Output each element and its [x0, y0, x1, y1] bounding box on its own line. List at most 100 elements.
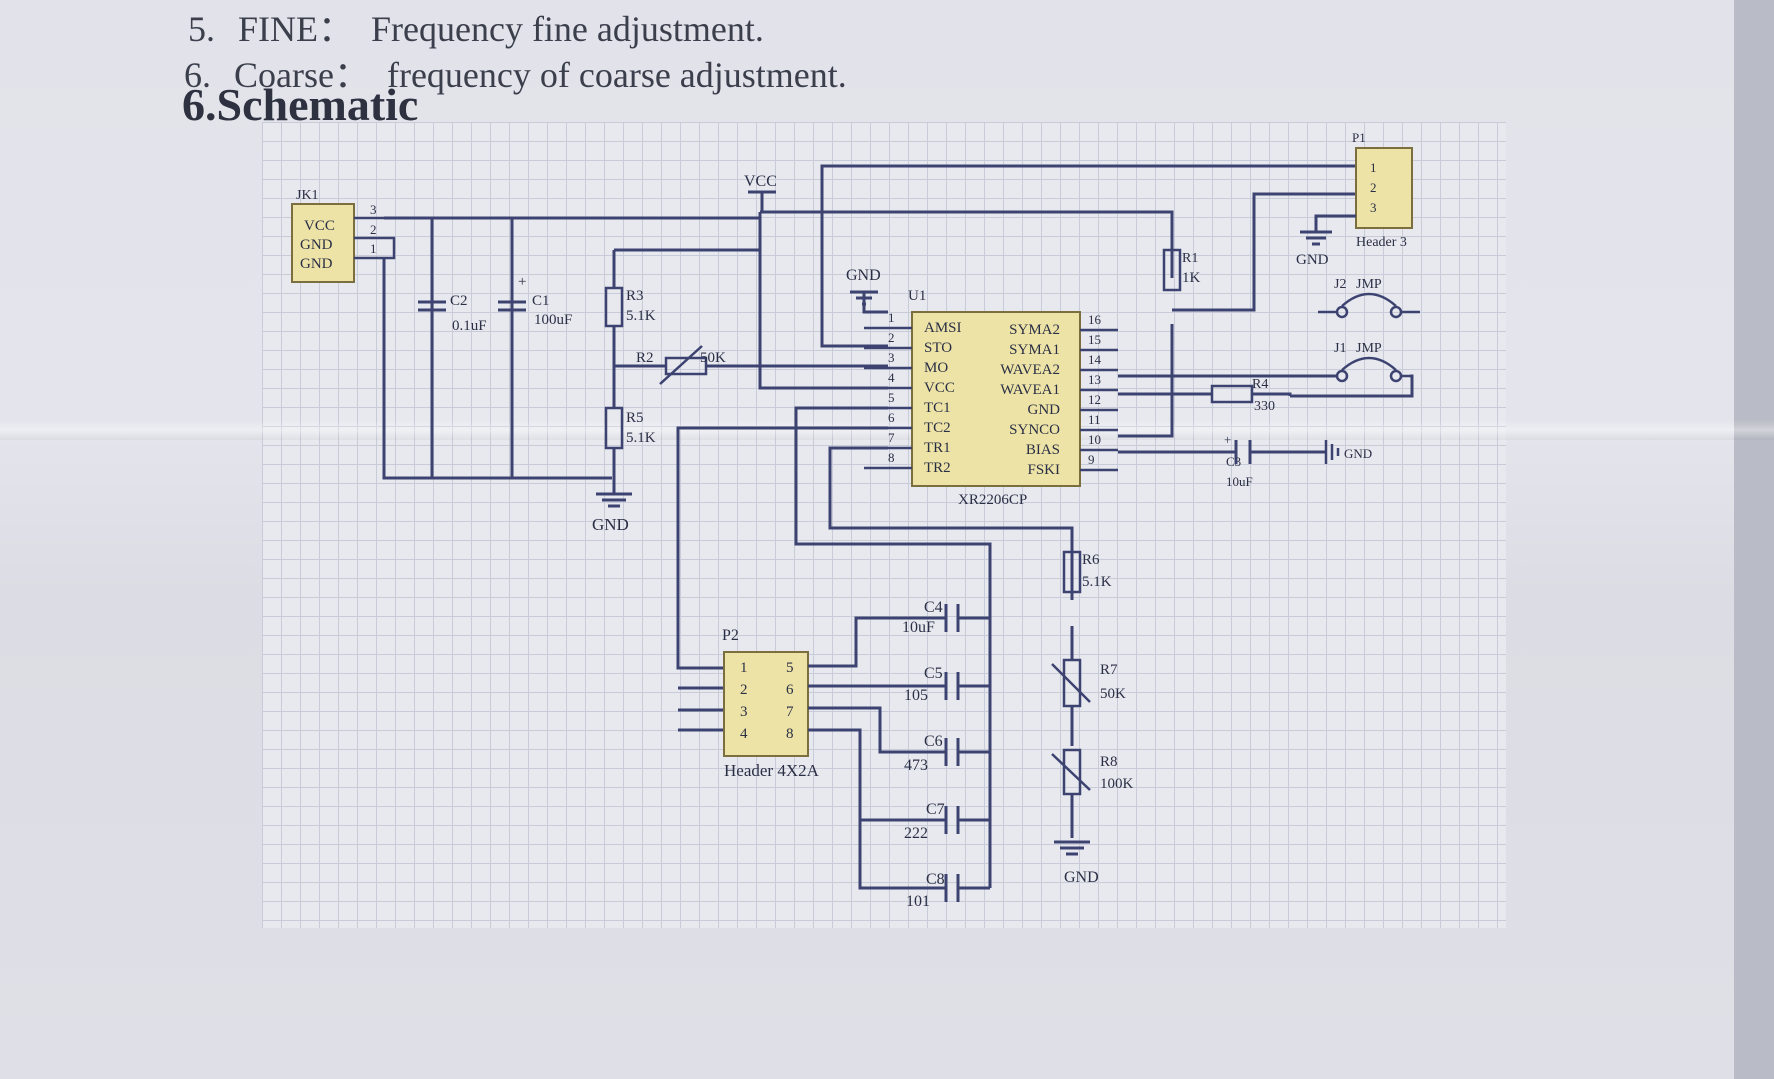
r2-ref: R2	[636, 350, 654, 366]
c4-ref: C4	[924, 599, 943, 616]
c5-capacitor: C5 105	[904, 665, 990, 704]
gnd-label-u1: GND	[846, 267, 881, 284]
gnd-symbol-u1: GND	[846, 267, 888, 314]
c2-ref: C2	[450, 293, 468, 309]
doc-line-5: 5. FINE： Frequency fine adjustment.	[188, 0, 764, 52]
p2-pin-4: 4	[740, 726, 748, 742]
line-text: frequency of coarse adjustment.	[386, 55, 847, 95]
p1-name: Header 3	[1356, 235, 1407, 250]
jk1-pin-gnd-1: GND	[300, 237, 333, 253]
c5-value: 105	[904, 687, 928, 704]
u1-pin-tr2: TR2	[924, 460, 951, 476]
r8-potentiometer: R8 100K	[1051, 748, 1134, 796]
jk1-num-2: 2	[370, 222, 377, 237]
c1-capacitor: + C1 100uF	[498, 274, 572, 328]
c8-ref: C8	[926, 871, 945, 888]
u1-pin-sto: STO	[924, 340, 952, 356]
line-number: 6.	[184, 55, 211, 95]
u1-pin-syma1: SYMA1	[1009, 342, 1060, 358]
p1-pin-3: 3	[1370, 200, 1377, 215]
r4-resistor: R4 330	[1210, 377, 1275, 414]
jk1-connector: JK1 VCC GND GND 3 2 1	[291, 188, 377, 283]
c1-plus: +	[518, 274, 526, 290]
p2-pin-1: 1	[740, 660, 748, 676]
c2-capacitor: C2 0.1uF	[418, 293, 487, 334]
r3-ref: R3	[626, 288, 644, 304]
line-text: Frequency fine adjustment.	[371, 9, 764, 49]
r5-ref: R5	[626, 410, 644, 426]
u1-num-11: 11	[1088, 412, 1101, 427]
u1-pin-vcc: VCC	[924, 380, 955, 396]
p1-pin-2: 2	[1370, 180, 1377, 195]
background-edge	[1734, 0, 1774, 1079]
u1-pin-gnd: GND	[1028, 402, 1061, 418]
r6-resistor: R6 5.1K	[1062, 550, 1112, 594]
paper-fold	[0, 420, 1774, 440]
r2-value: 50K	[700, 350, 726, 366]
u1-num-16: 16	[1088, 312, 1102, 327]
c7-capacitor: C7 222	[904, 801, 990, 842]
r3-resistor: R3 5.1K	[604, 286, 656, 328]
c7-value: 222	[904, 825, 928, 842]
p1-pin-1: 1	[1370, 160, 1377, 175]
r5-value: 5.1K	[626, 430, 656, 446]
r1-value: 1K	[1182, 270, 1201, 286]
u1-num-6: 6	[888, 410, 895, 425]
c8-capacitor: C8 101	[906, 871, 990, 910]
p1-ref: P1	[1352, 130, 1366, 145]
line-label: FINE：	[238, 9, 354, 49]
u1-num-10: 10	[1088, 432, 1101, 447]
u1-num-4: 4	[888, 370, 895, 385]
p2-name: Header 4X2A	[724, 761, 820, 780]
u1-pin-wavea1: WAVEA1	[1000, 382, 1060, 398]
u1-num-2: 2	[888, 330, 895, 345]
c5-ref: C5	[924, 665, 943, 682]
u1-pin-tc2: TC2	[924, 420, 951, 436]
u1-pin-syma2: SYMA2	[1009, 322, 1060, 338]
c4-value: 10uF	[902, 619, 935, 636]
c3-plus: +	[1224, 432, 1231, 447]
j1-name: JMP	[1356, 341, 1382, 356]
u1-num-5: 5	[888, 390, 895, 405]
p2-ref: P2	[722, 627, 739, 644]
c1-ref: C1	[532, 293, 550, 309]
doc-line-6: 6. Coarse： frequency of coarse adjustmen…	[184, 46, 847, 98]
p2-header: P2 1 2 3 4 5 6 7 8 Header 4X2A	[722, 627, 820, 780]
j2-jumper: J2 JMP	[1318, 277, 1420, 319]
j1-ref: J1	[1334, 341, 1346, 356]
j2-name: JMP	[1356, 277, 1382, 292]
r8-value: 100K	[1100, 776, 1134, 792]
u1-pin-amsi: AMSI	[924, 320, 962, 336]
c8-value: 101	[906, 893, 930, 910]
line-label: Coarse：	[234, 55, 370, 95]
gnd-symbol-c3: GND	[1324, 440, 1372, 464]
r7-ref: R7	[1100, 662, 1118, 678]
r8-ref: R8	[1100, 754, 1118, 770]
u1-pin-tr1: TR1	[924, 440, 951, 456]
u1-num-3: 3	[888, 350, 895, 365]
r4-value: 330	[1254, 399, 1275, 414]
c1-value: 100uF	[534, 312, 572, 328]
r1-resistor: R1 1K	[1162, 248, 1201, 292]
c6-ref: C6	[924, 733, 943, 750]
jk1-ref: JK1	[296, 188, 319, 203]
c3-capacitor: + C3 10uF	[1224, 432, 1253, 489]
line-number: 5.	[188, 9, 215, 49]
r6-value: 5.1K	[1082, 574, 1112, 590]
r7-potentiometer: R7 50K	[1051, 658, 1126, 708]
jk1-pin-gnd-2: GND	[300, 256, 333, 272]
c3-ref: C3	[1226, 454, 1241, 469]
u1-xr2206: U1 XR2206CP AMSI STO MO VCC TC1 TC2 TR1 …	[864, 288, 1118, 508]
p2-pin-5: 5	[786, 660, 794, 676]
p2-pin-7: 7	[786, 704, 794, 720]
u1-ref: U1	[908, 288, 926, 304]
r4-ref: R4	[1252, 377, 1268, 392]
u1-pin-wavea2: WAVEA2	[1000, 362, 1060, 378]
gnd-symbol-left: GND	[592, 492, 632, 534]
vcc-label: VCC	[744, 173, 777, 190]
u1-num-1: 1	[888, 310, 895, 325]
u1-num-15: 15	[1088, 332, 1101, 347]
jk1-num-3: 3	[370, 202, 377, 217]
